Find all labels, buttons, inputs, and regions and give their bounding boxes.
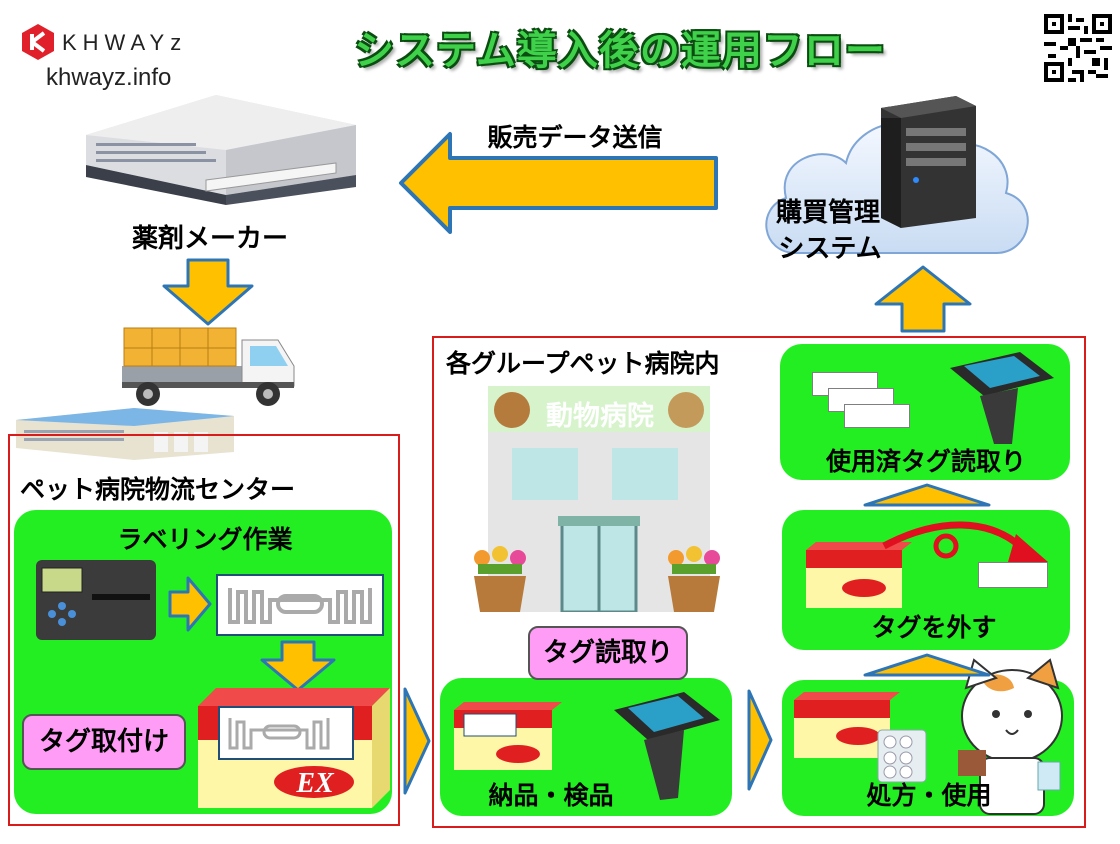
flower-pot-right-icon — [662, 544, 726, 614]
warehouse-icon — [76, 95, 366, 205]
site-url[interactable]: khwayz.info — [46, 64, 172, 91]
used-tag-scanner-icon — [940, 350, 1058, 446]
prescribe-box-icon — [792, 690, 902, 760]
truck-icon — [118, 326, 298, 408]
remove-box-icon — [804, 540, 914, 610]
maker-label: 薬剤メーカー — [131, 224, 288, 254]
rfid-tag-icon — [216, 574, 384, 636]
removed-tag-icon — [978, 562, 1048, 588]
logo — [18, 22, 58, 62]
prescribe-label: 処方・使用 — [866, 781, 992, 810]
down-arrow-small-icon — [260, 640, 336, 692]
logo-mark-icon — [22, 24, 54, 60]
flower-pot-left-icon — [468, 544, 532, 614]
receive-label: 納品・検品 — [488, 781, 614, 810]
send-data-arrow-icon — [398, 130, 720, 236]
up-triangle-1-icon — [862, 652, 992, 678]
up-arrow-icon — [872, 264, 974, 334]
rfid-tag-on-box-icon — [218, 706, 354, 760]
receive-box-icon — [452, 700, 564, 772]
hospital-building-icon — [486, 384, 712, 614]
page-title: システム導入後の運用フロー — [354, 28, 886, 74]
right-arrow-icon — [168, 576, 212, 632]
flow-arrow-1-icon — [402, 686, 432, 796]
pill-sheet-icon — [874, 726, 930, 786]
send-data-label: 販売データ送信 — [487, 123, 663, 152]
cloud-server-icon — [756, 88, 1036, 268]
purchase-system-label-line1: 購買管理 — [775, 198, 880, 228]
hospital-group-frame — [432, 336, 1086, 828]
remove-tag-label: タグを外す — [871, 613, 997, 642]
remove-motion-arrow-icon — [880, 516, 1052, 580]
distribution-center-frame — [8, 434, 400, 826]
up-triangle-2-icon — [862, 482, 992, 508]
scanner-icon — [604, 690, 724, 802]
hospital-sign: 動物病院 — [546, 401, 654, 432]
attach-tag-label: タグ取付け — [22, 714, 186, 770]
read-tag-label: タグ読取り — [528, 626, 688, 680]
qr-code-icon — [1044, 14, 1112, 82]
labeling-label: ラベリング作業 — [117, 525, 293, 554]
purchase-system-label-line2: システム — [778, 234, 882, 264]
cat-nurse-icon — [952, 658, 1072, 816]
used-tag-3-icon — [844, 404, 910, 428]
distribution-center-label: ペット病院物流センター — [20, 475, 296, 504]
flow-arrow-2-icon — [746, 688, 774, 792]
down-arrow-icon — [160, 258, 256, 326]
hospital-group-label: 各グループペット病院内 — [446, 349, 720, 378]
logo-text: KHWAYz — [62, 30, 188, 55]
label-printer-icon — [34, 558, 158, 642]
used-tag-read-label: 使用済タグ読取り — [825, 447, 1026, 476]
box-mark: EX — [296, 768, 334, 799]
